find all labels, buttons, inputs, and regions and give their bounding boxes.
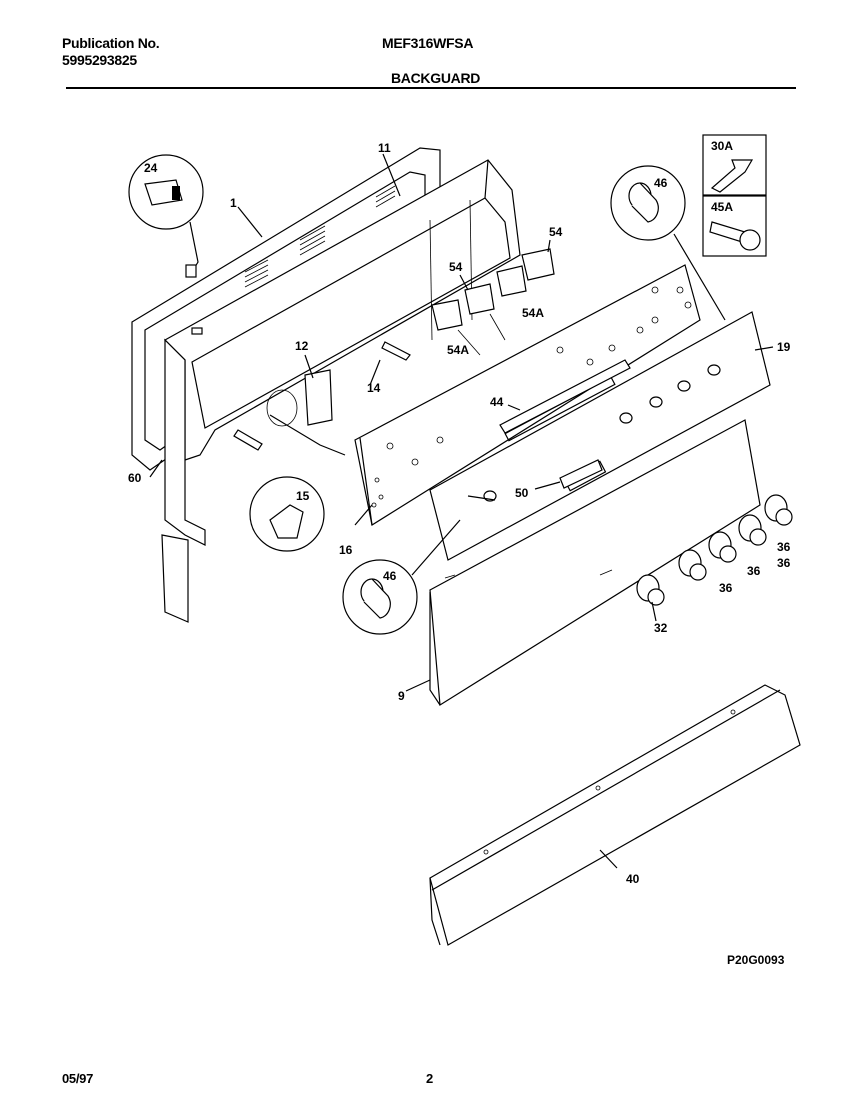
page-number: 2	[426, 1071, 433, 1086]
callout-32: 32	[654, 621, 668, 635]
side-trim-part	[161, 534, 189, 623]
callout-54-b: 54	[449, 260, 463, 274]
callout-54A-a: 54A	[522, 306, 544, 320]
callout-36-d: 36	[719, 581, 733, 595]
publication-number: 5995293825	[62, 52, 137, 68]
bottom-trim-part	[429, 684, 801, 946]
callout-1: 1	[230, 196, 237, 210]
detail-bubble-46-upper	[610, 165, 686, 241]
callout-14: 14	[367, 381, 381, 395]
drawing-id: P20G0093	[727, 953, 785, 967]
bracket-strip-part	[499, 359, 631, 489]
detail-bubble-15	[249, 476, 325, 552]
control-knob-parts	[636, 494, 793, 606]
detail-box-30A	[702, 134, 767, 196]
section-title: BACKGUARD	[391, 70, 481, 86]
callout-24: 24	[144, 161, 158, 175]
callout-9: 9	[398, 689, 405, 703]
callout-16: 16	[339, 543, 353, 557]
callout-15: 15	[296, 489, 310, 503]
callout-labels: 1 11 24 30A 45A 46 54 54 54A 54A 12 14 1…	[128, 139, 791, 886]
callout-36-b: 36	[777, 556, 791, 570]
detail-bubble-46-lower	[342, 559, 418, 635]
callout-46-upper: 46	[654, 176, 668, 190]
detail-bubble-24	[128, 154, 204, 278]
lower-trim-panel-part	[429, 419, 761, 707]
relay-parts	[431, 248, 555, 356]
callout-11: 11	[378, 141, 391, 155]
callout-19: 19	[777, 340, 791, 354]
callout-36-c: 36	[747, 564, 761, 578]
header-rule	[66, 87, 796, 89]
detail-box-45A	[702, 195, 767, 257]
callout-40: 40	[626, 872, 640, 886]
callout-54-a: 54	[549, 225, 563, 239]
callout-44: 44	[490, 395, 504, 409]
callout-50: 50	[515, 486, 529, 500]
callout-54A-b: 54A	[447, 343, 469, 357]
model-number: MEF316WFSA	[382, 35, 474, 51]
timer-switch-part	[233, 341, 411, 456]
callout-36-a: 36	[777, 540, 791, 554]
footer-date: 05/97	[62, 1071, 94, 1086]
callout-46-lower: 46	[383, 569, 397, 583]
callout-12: 12	[295, 339, 309, 353]
publication-label: Publication No.	[62, 35, 160, 51]
leader-lines	[149, 153, 774, 869]
backguard-frame-part	[164, 159, 521, 546]
callout-60: 60	[128, 471, 142, 485]
callout-45A: 45A	[711, 200, 733, 214]
callout-30A: 30A	[711, 139, 733, 153]
